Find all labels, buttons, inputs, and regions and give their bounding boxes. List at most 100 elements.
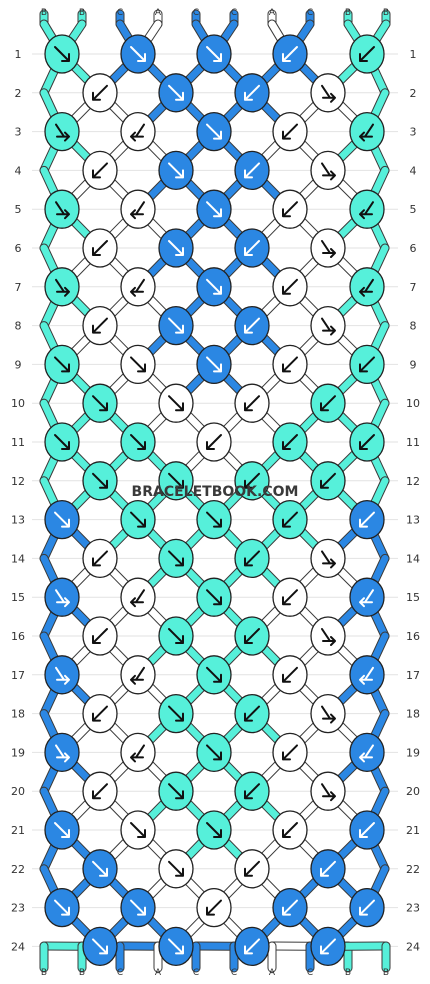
- knot: [234, 73, 270, 113]
- row-number: 15: [406, 591, 420, 604]
- knot: [272, 810, 308, 850]
- knot-arrow-icon: [168, 84, 184, 101]
- knot-arrow-icon: [206, 744, 222, 761]
- strand-label-top: A: [155, 8, 162, 18]
- knot-arrow-icon: [244, 240, 260, 256]
- knot-oval: [44, 189, 80, 229]
- row-number: 23: [11, 902, 25, 915]
- knot: [82, 383, 118, 423]
- knot: [158, 150, 194, 191]
- knot-arrow-icon: [321, 705, 336, 724]
- knot: [234, 926, 270, 967]
- knot-arrow-icon: [359, 278, 374, 297]
- knot: [272, 422, 308, 462]
- row-number: 1: [15, 48, 22, 61]
- strand-label-top: C: [307, 8, 313, 18]
- knot: [234, 538, 270, 579]
- row-number: 19: [406, 746, 420, 759]
- knot-arrow-icon: [321, 317, 336, 336]
- strand-label-top: C: [193, 8, 199, 18]
- knot-arrow-icon: [54, 511, 70, 528]
- knot: [196, 189, 232, 229]
- row-number: 19: [11, 746, 25, 759]
- knot-arrow-icon: [92, 783, 108, 800]
- knot-arrow-icon: [244, 472, 260, 489]
- knot: [158, 383, 194, 423]
- knot-arrow-icon: [168, 628, 184, 644]
- knot: [234, 771, 270, 811]
- row-number: 16: [11, 630, 25, 643]
- row-number: 16: [406, 630, 420, 643]
- knot-arrow-icon: [168, 938, 184, 955]
- knot-oval: [44, 111, 80, 152]
- row-number: 18: [11, 708, 25, 721]
- knot: [310, 383, 346, 423]
- knot-arrow-icon: [282, 744, 298, 761]
- knot-arrow-icon: [244, 550, 260, 567]
- knot-oval: [310, 305, 346, 346]
- knot-oval: [120, 189, 156, 229]
- row-number: 24: [406, 940, 420, 953]
- knot-arrow-icon: [130, 278, 145, 297]
- knot-arrow-icon: [130, 356, 146, 373]
- row-number: 2: [15, 87, 22, 100]
- knot: [310, 461, 346, 501]
- row-number: 7: [15, 281, 22, 294]
- strand-label-bottom: B: [383, 968, 389, 978]
- knot-arrow-icon: [282, 46, 298, 62]
- strand-label-bottom: C: [117, 968, 123, 978]
- knot-arrow-icon: [92, 860, 108, 877]
- knot: [44, 34, 80, 74]
- knot-arrow-icon: [55, 666, 70, 685]
- knot-arrow-icon: [168, 240, 184, 256]
- knot: [272, 887, 308, 928]
- knot-arrow-icon: [130, 123, 145, 142]
- knot-arrow-icon: [130, 589, 145, 608]
- knot-arrow-icon: [92, 628, 108, 644]
- knot-arrow-icon: [168, 550, 184, 567]
- knot-arrow-icon: [130, 666, 145, 685]
- knot: [158, 849, 194, 889]
- knot: [120, 577, 156, 617]
- knot: [196, 34, 232, 74]
- knot-arrow-icon: [92, 550, 108, 567]
- knot-arrow-icon: [168, 860, 184, 877]
- knot-arrow-icon: [282, 511, 298, 528]
- row-number: 8: [410, 320, 417, 333]
- knot-arrow-icon: [359, 822, 375, 838]
- knot: [310, 305, 346, 346]
- knot-arrow-icon: [282, 278, 298, 295]
- knot-oval: [349, 732, 385, 773]
- knot-oval: [349, 267, 385, 307]
- row-number: 12: [11, 475, 25, 488]
- knot-arrow-icon: [206, 123, 222, 140]
- knot-arrow-icon: [282, 589, 298, 606]
- knot: [272, 189, 308, 229]
- knot: [158, 305, 194, 346]
- knot-arrow-icon: [92, 84, 108, 101]
- row-number: 20: [11, 785, 25, 798]
- knot-arrow-icon: [55, 589, 70, 608]
- row-number: 15: [11, 591, 25, 604]
- knot-arrow-icon: [130, 899, 146, 916]
- knot: [44, 810, 80, 850]
- knot: [196, 111, 232, 152]
- knot-arrow-icon: [92, 472, 108, 489]
- knot: [82, 926, 118, 967]
- row-number: 3: [15, 126, 22, 139]
- strand-label-top: B: [41, 8, 47, 18]
- knot: [196, 267, 232, 307]
- row-number: 4: [15, 164, 22, 177]
- knot: [44, 422, 80, 462]
- row-number: 11: [11, 436, 25, 449]
- knot-arrow-icon: [321, 628, 336, 646]
- row-number: 10: [406, 397, 420, 410]
- knot-arrow-icon: [282, 434, 298, 450]
- knot-arrow-icon: [320, 938, 336, 955]
- knot-arrow-icon: [282, 201, 298, 218]
- knot-arrow-icon: [130, 511, 146, 528]
- knot: [234, 616, 270, 656]
- row-number: 20: [406, 785, 420, 798]
